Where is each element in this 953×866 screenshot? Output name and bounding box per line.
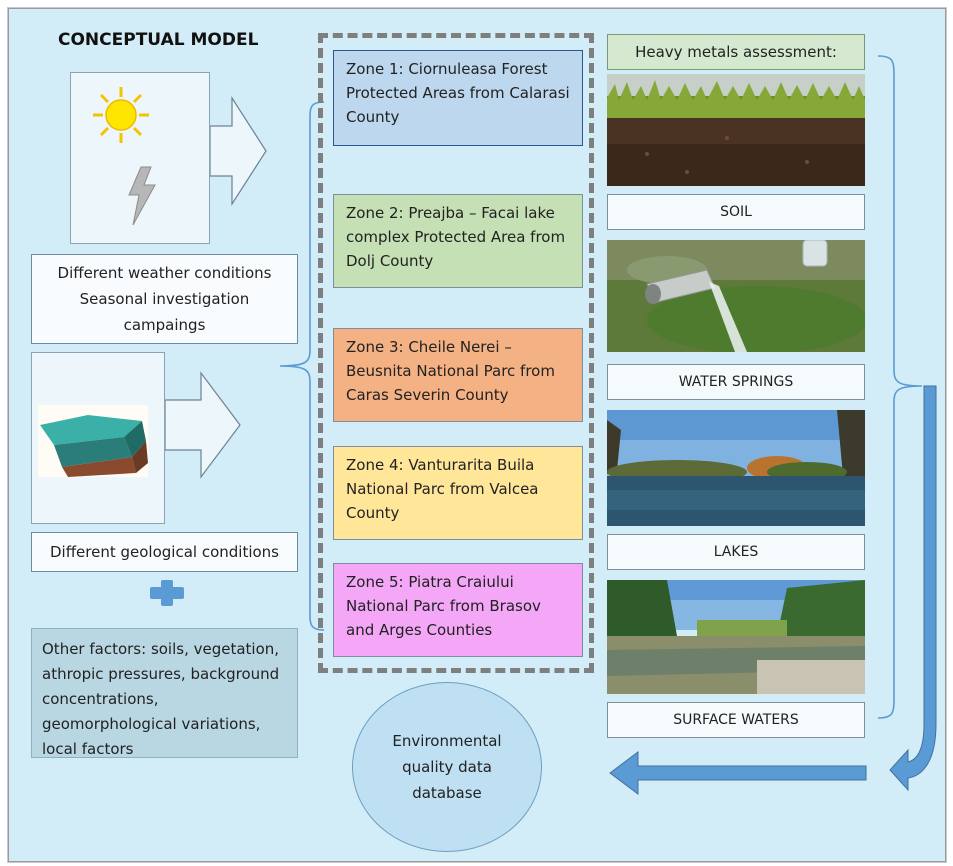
zone-1-box: Zone 1: Ciornuleasa Forest Protected Are… (333, 50, 583, 146)
other-factors-text: Other factors: soils, vegetation, athrop… (42, 640, 280, 758)
zone-4-label: Zone 4: Vanturarita Buila National Parc … (346, 456, 539, 522)
zone-2-box: Zone 2: Preajba – Facai lake complex Pro… (333, 194, 583, 288)
soil-photo (607, 74, 865, 186)
zone-3-box: Zone 3: Cheile Nerei – Beusnita National… (333, 328, 583, 422)
weather-text-box: Different weather conditions Seasonal in… (31, 254, 298, 344)
geology-panel (31, 352, 165, 524)
heavy-metals-heading-text: Heavy metals assessment: (635, 43, 837, 61)
zone-2-label: Zone 2: Preajba – Facai lake complex Pro… (346, 204, 566, 270)
lakes-label-box: LAKES (607, 534, 865, 570)
weather-hollow-arrow (210, 96, 267, 206)
down-curved-arrow (889, 385, 937, 792)
sun-icon (93, 87, 149, 143)
left-block-arrow (609, 751, 867, 795)
zone-5-label: Zone 5: Piatra Craiului National Parc fr… (346, 573, 541, 639)
zone-3-label: Zone 3: Cheile Nerei – Beusnita National… (346, 338, 555, 404)
assessment-bracket (877, 55, 923, 719)
weather-panel (70, 72, 210, 244)
bracket-connector (877, 55, 923, 719)
bracket-connector (279, 101, 325, 631)
surface-waters-label: SURFACE WATERS (673, 712, 799, 728)
water-spring-photo (607, 240, 865, 352)
zones-bracket (279, 101, 325, 631)
soil-label: SOIL (720, 204, 752, 220)
zones-container (318, 33, 594, 673)
surface-waters-label-box: SURFACE WATERS (607, 702, 865, 738)
database-circle: Environmental quality data database (352, 682, 542, 852)
weather-icons (93, 87, 156, 226)
soil-label-box: SOIL (607, 194, 865, 230)
hollow-arrow-icon (210, 96, 267, 206)
database-label: Environmental quality data database (392, 732, 502, 802)
geological-layers-icon (38, 405, 148, 477)
water-springs-label-box: WATER SPRINGS (607, 364, 865, 400)
heavy-metals-heading: Heavy metals assessment: (607, 34, 865, 70)
zone-1-label: Zone 1: Ciornuleasa Forest Protected Are… (346, 60, 570, 126)
lightning-icon (128, 166, 156, 226)
water-springs-label: WATER SPRINGS (678, 374, 794, 390)
lakes-label: LAKES (713, 544, 759, 560)
geology-text: Different geological conditions (49, 543, 279, 561)
lake-photo (607, 410, 865, 526)
geology-hollow-arrow (165, 371, 241, 479)
river-photo (607, 580, 865, 694)
plus-icon (150, 580, 184, 606)
other-factors-box: Other factors: soils, vegetation, athrop… (31, 628, 298, 758)
zone-5-box: Zone 5: Piatra Craiului National Parc fr… (333, 563, 583, 657)
weather-text: Different weather conditions Seasonal in… (57, 264, 272, 334)
zone-4-box: Zone 4: Vanturarita Buila National Parc … (333, 446, 583, 540)
diagram-title: CONCEPTUAL MODEL (58, 30, 259, 50)
geology-text-box: Different geological conditions (31, 532, 298, 572)
hollow-arrow-icon (165, 371, 241, 479)
